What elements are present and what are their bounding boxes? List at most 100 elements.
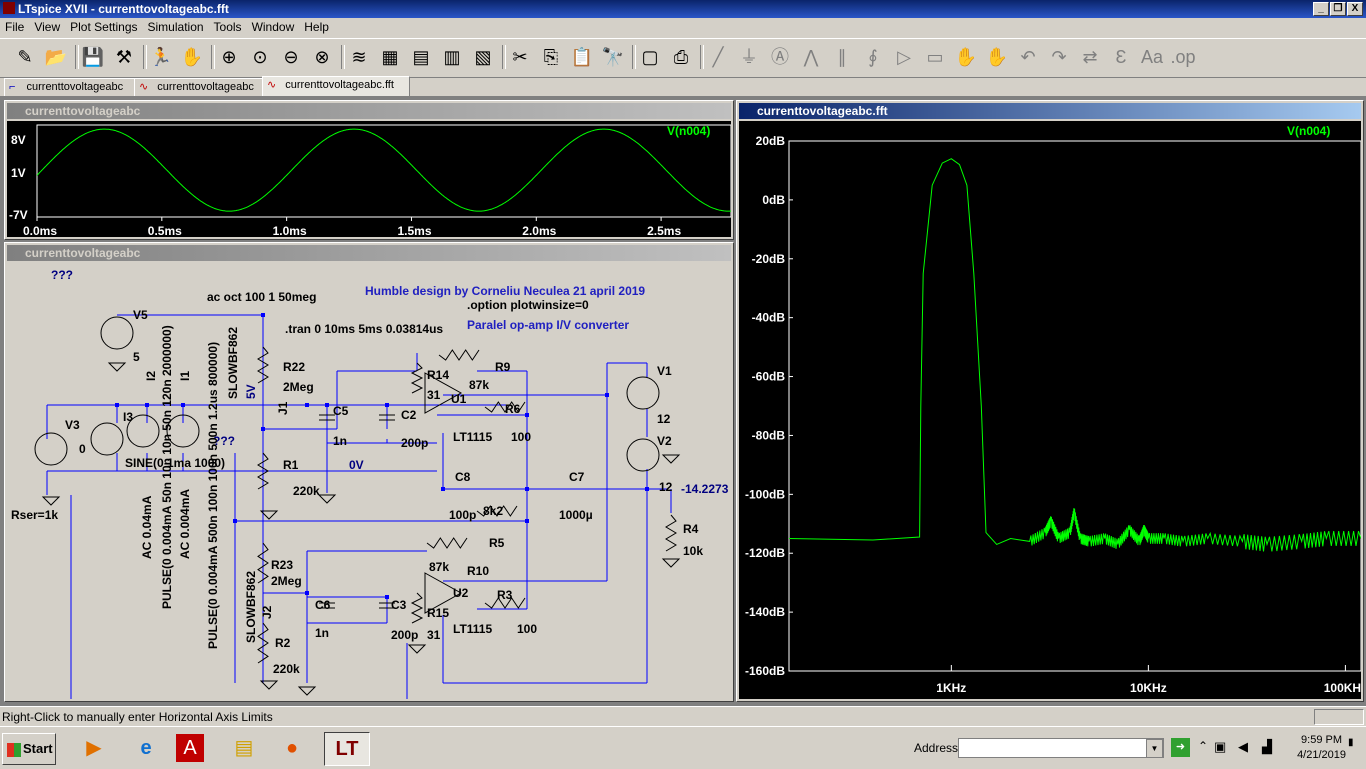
schematic-label[interactable]: 1n [333, 434, 347, 448]
acrobat-icon[interactable]: A [176, 734, 204, 762]
media-player-icon[interactable]: ▶ [86, 737, 102, 759]
schematic-label[interactable]: 87k [469, 378, 489, 392]
schematic-label[interactable]: SLOWBF862 [226, 327, 240, 399]
firefox-icon[interactable]: ● [285, 737, 299, 759]
signal-icon[interactable]: ▟ [1262, 739, 1272, 754]
resistor-icon[interactable]: ⋀ [803, 47, 819, 67]
move-icon[interactable]: ✋ [954, 47, 978, 67]
schematic-label[interactable]: I2 [144, 371, 158, 381]
schematic-label[interactable]: -14.2273 [681, 482, 729, 496]
schematic-label[interactable]: 220k [273, 662, 300, 676]
schematic-label[interactable]: AC 0.004mA [178, 489, 192, 559]
component-icon[interactable]: ▭ [926, 47, 944, 67]
menu-file[interactable]: File [5, 20, 25, 34]
minimize-button[interactable]: _ [1313, 2, 1329, 16]
schematic-label[interactable]: LT1115 [453, 430, 492, 444]
schematic-label[interactable]: R23 [271, 558, 293, 572]
redo-icon[interactable]: ↷ [1051, 47, 1067, 67]
schematic-label[interactable]: V5 [133, 308, 148, 322]
restore-button[interactable]: ❐ [1330, 2, 1346, 16]
grid-icon[interactable]: ▦ [381, 47, 399, 67]
show-desktop-icon[interactable]: ▮ [1348, 737, 1354, 748]
schematic-label[interactable]: Humble design by Corneliu Neculea 21 apr… [365, 284, 645, 298]
schematic-label[interactable]: 2Meg [271, 574, 302, 588]
chevron-up-icon[interactable]: ⌃ [1198, 739, 1209, 753]
start-button[interactable]: Start [2, 733, 56, 765]
tab-fft[interactable]: ∿ currenttovoltageabc.fft [262, 76, 410, 96]
schematic-label[interactable]: R10 [467, 564, 489, 578]
schematic-label[interactable]: R5 [489, 536, 505, 550]
schematic-label[interactable]: R3 [497, 588, 513, 602]
schematic-label[interactable]: 0V [349, 458, 364, 472]
schematic-label[interactable]: .tran 0 10ms 5ms 0.03814us [285, 322, 443, 336]
open-icon[interactable]: 📂 [44, 47, 68, 67]
undo-icon[interactable]: ↶ [1020, 47, 1036, 67]
schematic-label[interactable]: R9 [495, 360, 511, 374]
halt-icon[interactable]: ✋ [180, 47, 204, 67]
ltspice-icon[interactable]: LT [324, 732, 370, 766]
schematic-label[interactable]: ??? [213, 434, 235, 448]
save-icon[interactable]: 💾 [81, 47, 105, 67]
schematic-label[interactable]: LT1115 [453, 622, 492, 636]
inductor-icon[interactable]: ∮ [868, 47, 878, 67]
schematic-label[interactable]: V2 [657, 434, 672, 448]
zoom-area-icon[interactable]: ⊙ [252, 47, 268, 67]
menu-tools[interactable]: Tools [213, 20, 242, 34]
explorer-icon[interactable]: ▤ [234, 737, 254, 759]
schematic-label[interactable]: 200p [391, 628, 418, 642]
schematic-label[interactable]: I3 [123, 410, 133, 424]
diode-icon[interactable]: ▷ [897, 47, 911, 67]
address-input[interactable] [958, 738, 1164, 758]
schematic-label[interactable]: PULSE(0 0.004mA 500n 100n 100n 500n 1.2u… [206, 342, 220, 649]
schematic-label[interactable]: V1 [657, 364, 672, 378]
schematic-label[interactable]: 0 [79, 442, 86, 456]
schematic-label[interactable]: J1 [276, 401, 290, 415]
spice-directive-icon[interactable]: .op [1170, 47, 1196, 67]
schematic-label[interactable]: C3 [391, 598, 407, 612]
drag-icon[interactable]: ✋ [985, 47, 1009, 67]
control-panel-icon[interactable]: ⚒ [115, 47, 133, 67]
paste-icon[interactable]: 📋 [570, 47, 594, 67]
transient-window[interactable]: currenttovoltageabc V(n004) 8V 1V -7V 0.… [4, 100, 734, 240]
schematic-label[interactable]: 5V [244, 384, 258, 399]
mirror-icon[interactable]: Ɛ [1115, 47, 1127, 67]
volume-icon[interactable]: ◀ [1238, 739, 1248, 754]
schematic-label[interactable]: 2Meg [283, 380, 314, 394]
clock[interactable]: 9:59 PM 4/21/2019 [1297, 733, 1346, 763]
menu-simulation[interactable]: Simulation [147, 20, 204, 34]
schematic-label[interactable]: R2 [275, 636, 291, 650]
zoom-out-icon[interactable]: ⊖ [283, 47, 299, 67]
schematic-label[interactable]: R14 [427, 368, 449, 382]
schematic-label[interactable]: R1 [283, 458, 299, 472]
wire-icon[interactable]: ╱ [712, 47, 724, 67]
schematic-label[interactable]: ac oct 100 1 50meg [207, 290, 316, 304]
menu-window[interactable]: Window [251, 20, 295, 34]
schematic-label[interactable]: 31 [427, 388, 441, 402]
schematic-label[interactable]: Rser=1k [11, 508, 58, 522]
zoom-in-icon[interactable]: ⊕ [221, 47, 237, 67]
tile-horizontal-icon[interactable]: ▤ [412, 47, 430, 67]
schematic-label[interactable]: C6 [315, 598, 331, 612]
transient-trace-label[interactable]: V(n004) [667, 124, 710, 138]
tab-schematic[interactable]: ⌐ currenttovoltageabc [4, 78, 138, 96]
close-button[interactable]: X [1347, 2, 1363, 16]
schematic-label[interactable]: C8 [455, 470, 471, 484]
schematic-label[interactable]: 100p [449, 508, 476, 522]
print-icon[interactable]: ⎙ [673, 47, 689, 67]
schematic-label[interactable]: Paralel op-amp I/V converter [467, 318, 629, 332]
schematic-label[interactable]: .option plotwinsize=0 [467, 298, 589, 312]
network-icon[interactable]: ▣ [1214, 739, 1227, 754]
schematic-label[interactable]: 5 [133, 350, 140, 364]
schematic-label[interactable]: 10k [683, 544, 703, 558]
schematic-label[interactable]: C5 [333, 404, 349, 418]
go-icon[interactable]: ➜ [1171, 738, 1190, 757]
label-icon[interactable]: Ⓐ [771, 47, 789, 67]
schematic-label[interactable]: J2 [260, 605, 274, 619]
run-icon[interactable]: 🏃 [149, 47, 173, 67]
address-dropdown-button[interactable]: ▼ [1146, 739, 1163, 758]
ground-icon[interactable]: ⏚ [740, 47, 758, 67]
schematic-label[interactable]: U2 [453, 586, 469, 600]
schematic-label[interactable]: SLOWBF862 [244, 571, 258, 643]
